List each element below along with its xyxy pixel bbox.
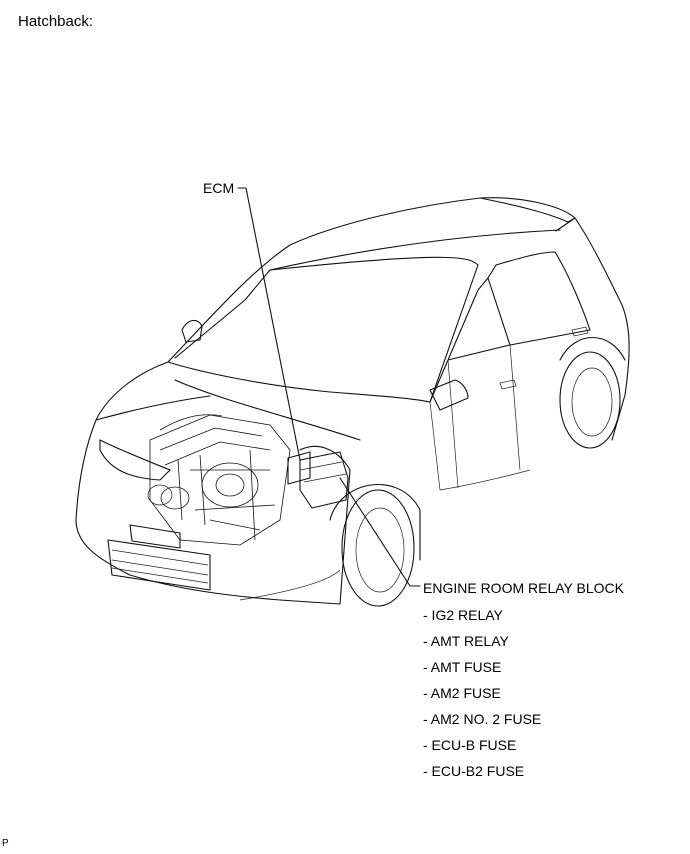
front-grille — [107, 524, 211, 591]
rear-wheel — [559, 351, 621, 449]
relay-item: - ECU-B2 FUSE — [423, 763, 525, 779]
ecm-leader-line — [237, 187, 301, 461]
relay-item: - IG2 RELAY — [423, 607, 503, 623]
headlight — [99, 439, 171, 481]
relay-block-leader-line — [339, 477, 421, 587]
windshield — [167, 256, 479, 403]
side-mirror — [429, 379, 469, 411]
relay-block-unit — [299, 451, 349, 509]
door-lines — [429, 344, 531, 491]
relay-item: - ECU-B FUSE — [423, 737, 517, 753]
side-windows — [429, 251, 591, 403]
relay-block-label: ENGINE ROOM RELAY BLOCK — [423, 580, 624, 596]
relay-item: - AM2 NO. 2 FUSE — [423, 711, 542, 727]
car-body-outline — [75, 197, 630, 605]
roof-line — [269, 217, 576, 271]
door-handles — [499, 326, 589, 390]
ecm-label: ECM — [203, 180, 235, 196]
relay-item: - AM2 FUSE — [423, 685, 501, 701]
relay-item: - AMT FUSE — [423, 659, 502, 675]
relay-item: - AMT RELAY — [423, 633, 509, 649]
emblem — [147, 484, 173, 506]
hood-lines — [95, 379, 361, 441]
front-wheel — [341, 489, 415, 607]
page-title: Hatchback: — [18, 13, 94, 30]
rear-spoiler — [479, 197, 576, 223]
footer-code: P — [2, 838, 9, 849]
engine-assembly — [149, 414, 291, 546]
ecm-unit — [287, 451, 311, 485]
left-mirror — [181, 319, 203, 343]
